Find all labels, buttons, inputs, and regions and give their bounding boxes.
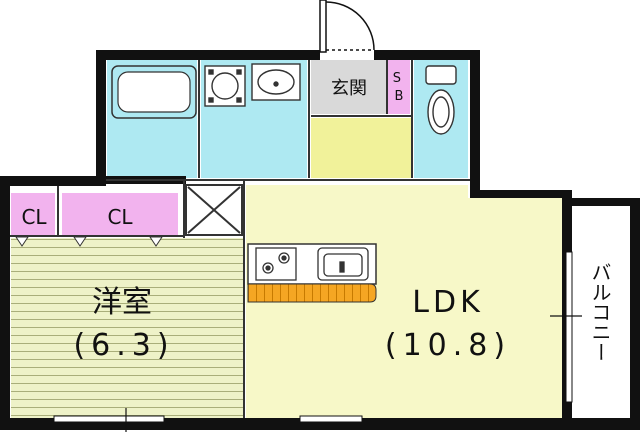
washing-machine-icon [204, 65, 246, 107]
western-room-size: (6.3) [73, 328, 174, 363]
partitions [10, 60, 470, 418]
windows [53, 251, 573, 423]
closet-door-marks [15, 236, 163, 247]
western-room-floor [11, 238, 243, 418]
closet-left-label: CL [21, 205, 47, 229]
shoe-box-floor [388, 60, 410, 114]
closet-left-floor [11, 193, 55, 235]
gas-stove-icon [255, 247, 297, 281]
hall-floor [311, 118, 411, 178]
closet-right-label: CL [107, 205, 133, 229]
bathtub-icon [111, 65, 197, 119]
door-marks [125, 315, 582, 432]
shoe-box-label: S B [393, 71, 405, 104]
door-swing-icon [319, 0, 375, 53]
ldk-size: (10.8) [385, 328, 511, 363]
ldk-name: LDK [412, 285, 484, 320]
entrance-floor [311, 60, 387, 114]
entrance-label: 玄関 [331, 78, 367, 99]
kitchen-sink-icon [317, 247, 369, 281]
balcony-label: バルコニー [588, 262, 612, 362]
toilet-icon [425, 65, 457, 135]
washbasin-icon [251, 63, 301, 101]
closet-right-floor [62, 193, 178, 235]
western-room-name: 洋室 [92, 285, 152, 320]
balcony-floor [572, 206, 628, 418]
